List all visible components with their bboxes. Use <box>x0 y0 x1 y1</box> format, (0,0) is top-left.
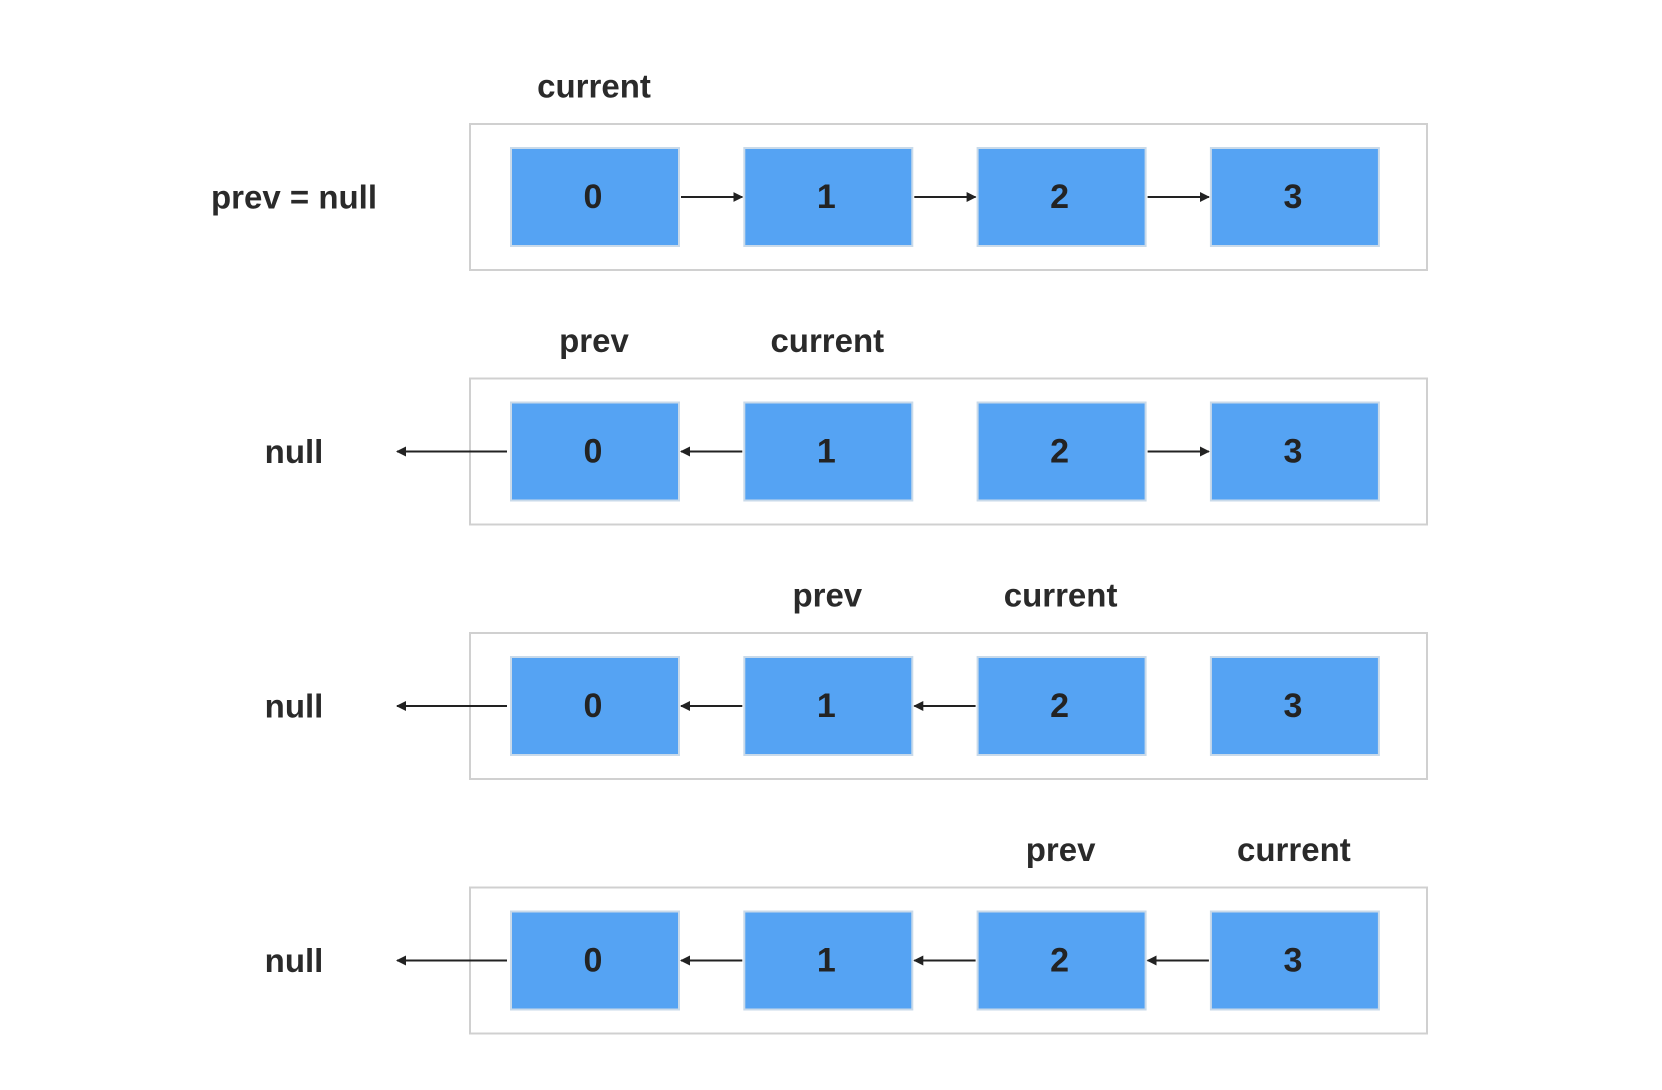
node-value: 0 <box>584 178 603 216</box>
node-value: 1 <box>817 942 836 980</box>
node-box <box>1209 656 1380 756</box>
node-box <box>510 401 680 502</box>
node-box <box>743 147 914 247</box>
list-node: 2 <box>976 656 1147 756</box>
list-node: 1 <box>743 656 914 756</box>
node-value: 1 <box>817 178 836 216</box>
pointer-label-prev: prev <box>792 577 862 614</box>
node-box <box>976 656 1147 756</box>
list-frame <box>469 123 1428 271</box>
list-node: 3 <box>1209 401 1380 502</box>
node-value: 3 <box>1283 433 1302 471</box>
node-box <box>510 656 680 756</box>
list-node: 0 <box>510 401 680 502</box>
node-box <box>743 401 914 502</box>
node-box <box>976 910 1147 1011</box>
step-4: null 0 1 2 3 prev current <box>265 831 1428 1035</box>
node-value: 0 <box>584 433 603 471</box>
pointer-label-current: current <box>537 68 651 105</box>
pointer-label-prev: prev <box>559 322 629 359</box>
list-node: 1 <box>743 147 914 247</box>
pointer-label-current: current <box>1004 577 1118 614</box>
node-box <box>1209 147 1380 247</box>
node-value: 3 <box>1283 942 1302 980</box>
side-label: prev = null <box>211 179 377 216</box>
step-1: prev = null 0 1 2 3 current <box>211 68 1428 271</box>
step-2: null 0 1 2 3 prev current <box>265 322 1428 526</box>
list-node: 2 <box>976 401 1147 502</box>
side-label: null <box>265 942 324 979</box>
node-value: 0 <box>584 687 603 725</box>
node-value: 2 <box>1050 687 1069 725</box>
node-box <box>743 656 914 756</box>
list-node: 3 <box>1209 147 1380 247</box>
node-box <box>976 401 1147 502</box>
list-node: 1 <box>743 910 914 1011</box>
node-value: 2 <box>1050 178 1069 216</box>
node-box <box>976 147 1147 247</box>
node-value: 3 <box>1283 687 1302 725</box>
node-value: 1 <box>817 687 836 725</box>
node-value: 2 <box>1050 433 1069 471</box>
list-node: 0 <box>510 147 680 247</box>
list-node: 0 <box>510 656 680 756</box>
side-label: null <box>265 688 324 725</box>
list-node: 1 <box>743 401 914 502</box>
node-value: 2 <box>1050 942 1069 980</box>
step-3: null 0 1 2 3 prev current <box>265 577 1428 780</box>
node-box <box>510 910 680 1011</box>
node-value: 0 <box>584 942 603 980</box>
list-node: 3 <box>1209 656 1380 756</box>
node-value: 1 <box>817 433 836 471</box>
node-value: 3 <box>1283 178 1302 216</box>
node-box <box>510 147 680 247</box>
node-box <box>1209 401 1380 502</box>
list-node: 3 <box>1209 910 1380 1011</box>
pointer-label-prev: prev <box>1026 831 1096 868</box>
node-box <box>1209 910 1380 1011</box>
list-node: 2 <box>976 147 1147 247</box>
node-box <box>743 910 914 1011</box>
pointer-label-current: current <box>770 322 884 359</box>
pointer-label-current: current <box>1237 831 1351 868</box>
list-node: 0 <box>510 910 680 1011</box>
side-label: null <box>265 433 324 470</box>
list-node: 2 <box>976 910 1147 1011</box>
